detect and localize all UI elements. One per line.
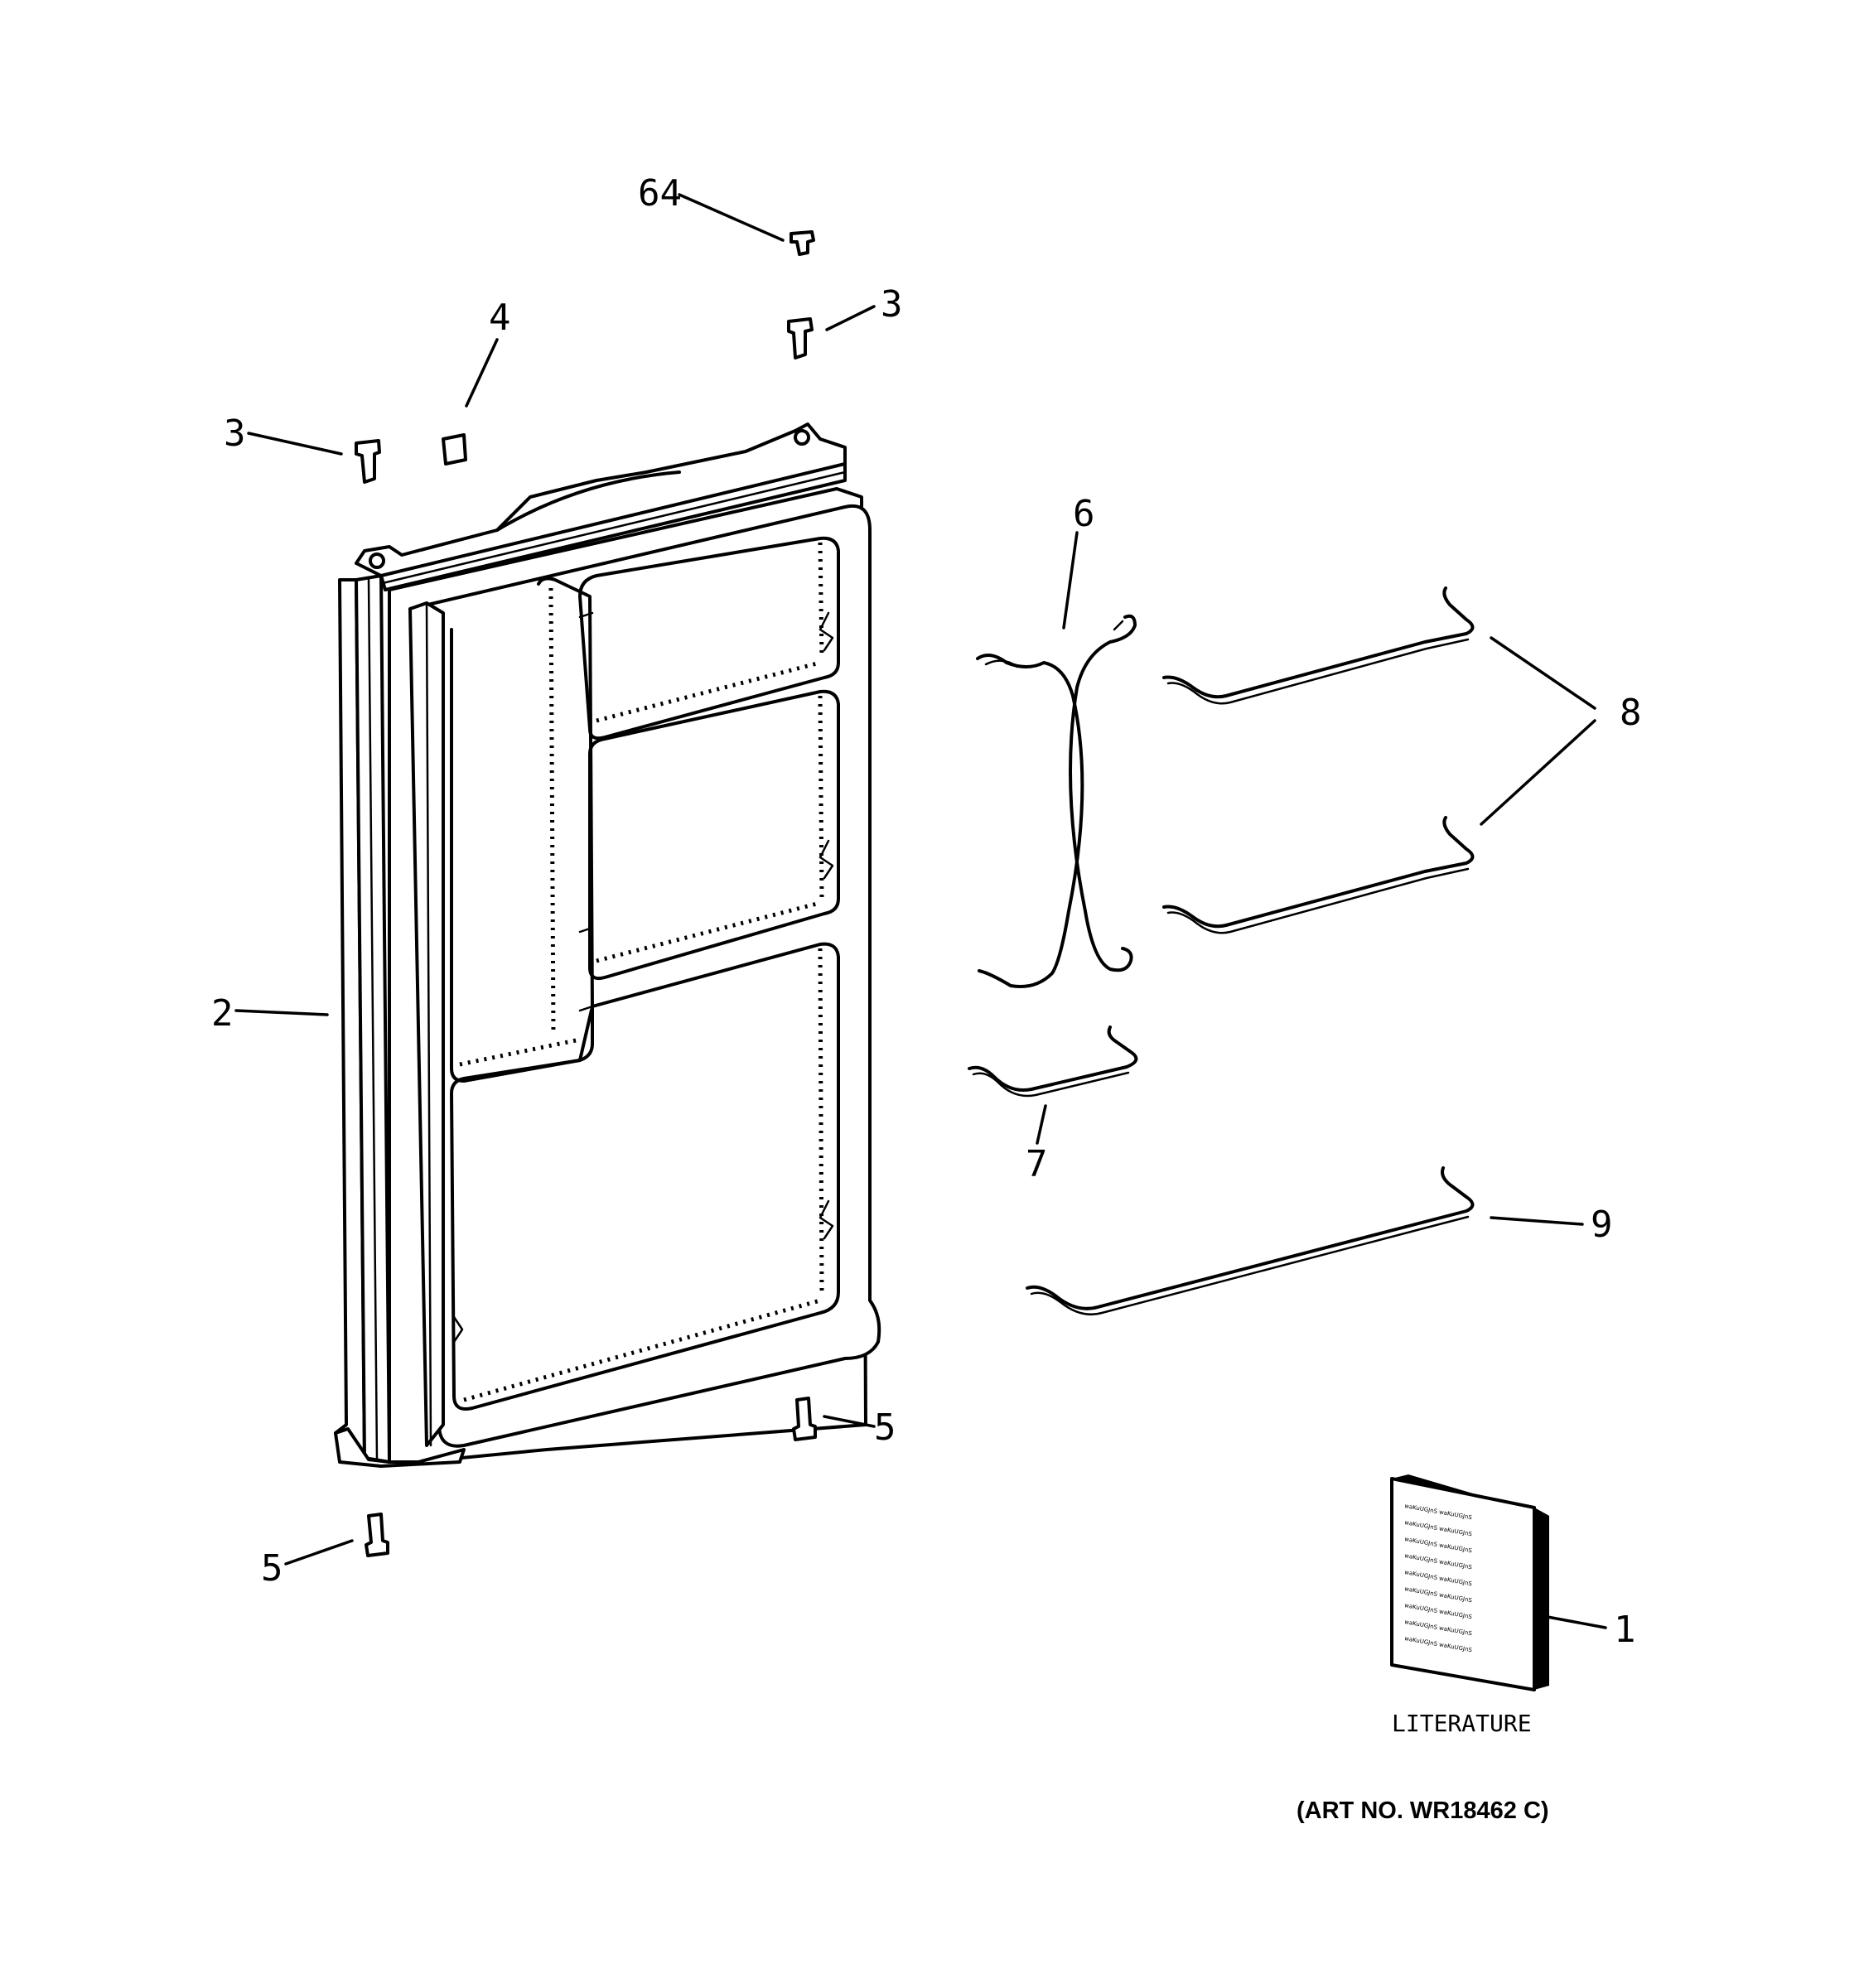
shelf-bar-part-7 — [968, 1025, 1138, 1098]
hinge-pin-part-5-right — [792, 1397, 817, 1441]
leader-8-upper — [1490, 636, 1596, 710]
hinge-pin-part-3-left — [355, 439, 381, 484]
callout-4: 4 — [489, 297, 511, 339]
callout-8: 8 — [1620, 692, 1642, 734]
hinge-pin-part-5-left — [365, 1513, 389, 1557]
hinge-pin-part-3-top — [787, 317, 814, 359]
shelf-bar-part-8-lower — [1162, 816, 1475, 934]
cap-part-4 — [442, 433, 467, 466]
callout-3-top: 3 — [881, 283, 903, 326]
callout-1: 1 — [1614, 1609, 1636, 1651]
callout-9: 9 — [1591, 1204, 1613, 1246]
leader-1 — [1546, 1615, 1607, 1629]
screw-part-64 — [790, 230, 815, 256]
leader-lines — [234, 193, 1607, 1629]
leader-7 — [1036, 1104, 1047, 1145]
leader-3-top — [825, 305, 876, 331]
leader-64 — [678, 193, 785, 242]
shelf-bar-pair-part-6 — [976, 614, 1137, 988]
leader-5-right — [823, 1415, 876, 1428]
callout-2: 2 — [211, 992, 234, 1035]
callout-64: 64 — [638, 172, 682, 215]
shelf-bar-part-9 — [1026, 1166, 1475, 1316]
callout-labels: 64 3 4 3 6 8 2 7 9 5 5 1 — [211, 172, 1642, 1651]
leader-2 — [234, 1009, 329, 1016]
leader-3-left — [247, 432, 343, 456]
literature-booklet: waKuUGJnS waKuUGJnS waKuUGJnS waKuUGJnS … — [1390, 1474, 1549, 1691]
leader-5-left — [284, 1539, 354, 1566]
art-number: (ART NO. WR18462 C) — [1297, 1797, 1549, 1824]
callout-6: 6 — [1073, 493, 1095, 535]
literature-label: LITERATURE — [1392, 1710, 1532, 1737]
callout-7: 7 — [1026, 1143, 1048, 1185]
leader-4 — [465, 338, 499, 408]
callout-5-right: 5 — [874, 1407, 896, 1449]
callout-5-left: 5 — [261, 1547, 283, 1590]
leader-9 — [1490, 1216, 1584, 1226]
callout-3-left: 3 — [224, 413, 246, 455]
refrigerator-door — [334, 422, 881, 1468]
leader-8-lower — [1480, 719, 1596, 826]
shelf-bar-part-8-upper — [1162, 586, 1475, 705]
leader-6 — [1062, 531, 1079, 630]
